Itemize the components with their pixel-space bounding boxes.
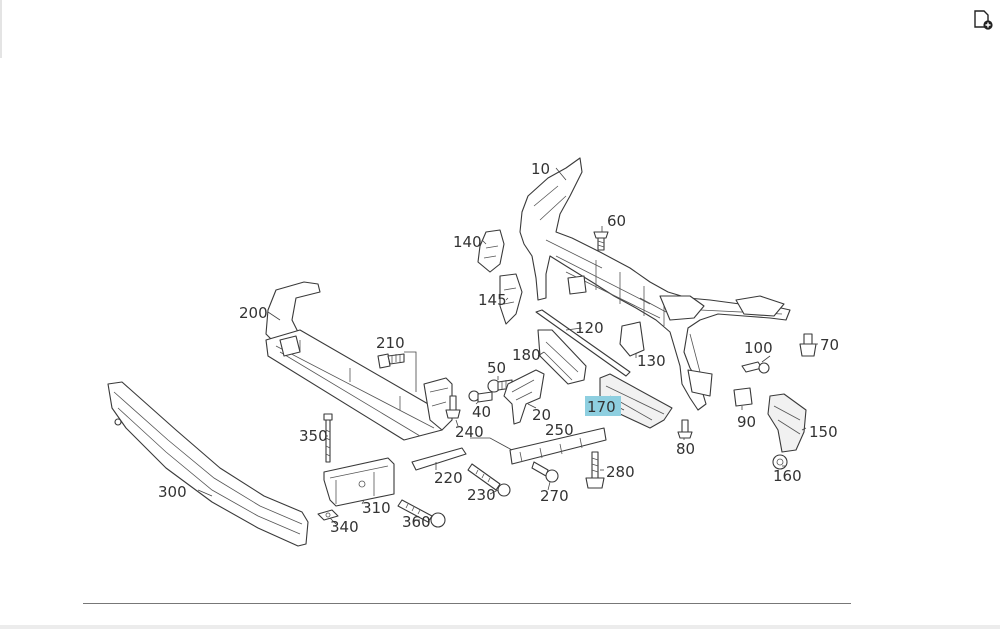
callout-highlight <box>585 396 621 416</box>
callout-360[interactable]: 360 <box>402 513 431 531</box>
callout-150[interactable]: 150 <box>809 423 838 441</box>
panel-edge <box>0 0 2 58</box>
part-screw-40[interactable] <box>468 390 493 403</box>
callout-10[interactable]: 10 <box>531 160 550 178</box>
callout-220[interactable]: 220 <box>434 469 463 487</box>
part-bracket-250[interactable] <box>509 427 607 465</box>
part-bolt-210[interactable] <box>377 353 405 369</box>
callout-250[interactable]: 250 <box>545 421 574 439</box>
part-bracket-180[interactable] <box>537 329 587 385</box>
callout-200[interactable]: 200 <box>239 304 268 322</box>
callout-100[interactable]: 100 <box>744 339 773 357</box>
part-bracket-130[interactable] <box>619 321 645 357</box>
add-page-button[interactable] <box>972 9 994 31</box>
part-bracket-145[interactable] <box>499 273 523 325</box>
leader-lines <box>197 167 818 525</box>
callout-80[interactable]: 80 <box>676 440 695 458</box>
bottom-divider <box>83 603 851 604</box>
part-bumper-beam-300[interactable] <box>107 381 309 547</box>
callout-labels: 10 60 140 145 200 120 130 210 180 50 100… <box>158 160 839 536</box>
bottom-strip <box>0 625 1000 629</box>
part-bracket-220[interactable] <box>411 447 467 471</box>
part-nut-70[interactable] <box>799 333 817 357</box>
part-nut-160[interactable] <box>772 454 788 470</box>
callout-40[interactable]: 40 <box>472 403 491 421</box>
callout-300[interactable]: 300 <box>158 483 187 501</box>
callout-310[interactable]: 310 <box>362 499 391 517</box>
callout-130[interactable]: 130 <box>637 352 666 370</box>
part-washer-340[interactable] <box>317 509 339 521</box>
part-bracket-20[interactable] <box>503 369 545 425</box>
callout-350[interactable]: 350 <box>299 427 328 445</box>
part-bolt-270[interactable] <box>531 461 559 483</box>
part-bolt-360[interactable] <box>397 499 446 528</box>
part-front-carrier[interactable] <box>519 157 791 411</box>
callout-210[interactable]: 210 <box>376 334 405 352</box>
callout-70[interactable]: 70 <box>820 336 839 354</box>
part-bracket-140[interactable] <box>477 229 505 273</box>
callout-340[interactable]: 340 <box>330 518 359 536</box>
part-crossmember-200[interactable] <box>265 281 453 441</box>
part-clip-90[interactable] <box>733 387 753 407</box>
callout-90[interactable]: 90 <box>737 413 756 431</box>
part-screw-80[interactable] <box>677 419 693 439</box>
callout-50[interactable]: 50 <box>487 359 506 377</box>
callout-145[interactable]: 145 <box>478 291 507 309</box>
callout-120[interactable]: 120 <box>575 319 604 337</box>
part-screw-60[interactable] <box>593 231 609 251</box>
part-bracket-150[interactable] <box>767 393 807 453</box>
part-bracket-310[interactable] <box>323 457 395 507</box>
callout-270[interactable]: 270 <box>540 487 569 505</box>
callout-140[interactable]: 140 <box>453 233 482 251</box>
callout-230[interactable]: 230 <box>467 486 496 504</box>
part-bolt-230[interactable] <box>467 463 511 497</box>
callout-160[interactable]: 160 <box>773 467 802 485</box>
callout-20[interactable]: 20 <box>532 406 551 424</box>
part-screw-240[interactable] <box>445 395 461 419</box>
callout-170[interactable]: 170 <box>587 398 616 416</box>
callout-180[interactable]: 180 <box>512 346 541 364</box>
part-bolt-280[interactable] <box>585 451 605 489</box>
callout-280[interactable]: 280 <box>606 463 635 481</box>
callout-240[interactable]: 240 <box>455 423 484 441</box>
part-bolt-350[interactable] <box>323 413 333 463</box>
part-screw-100[interactable] <box>741 361 770 374</box>
part-strip-120[interactable] <box>535 309 631 377</box>
callout-60[interactable]: 60 <box>607 212 626 230</box>
add-page-icon <box>974 10 993 30</box>
